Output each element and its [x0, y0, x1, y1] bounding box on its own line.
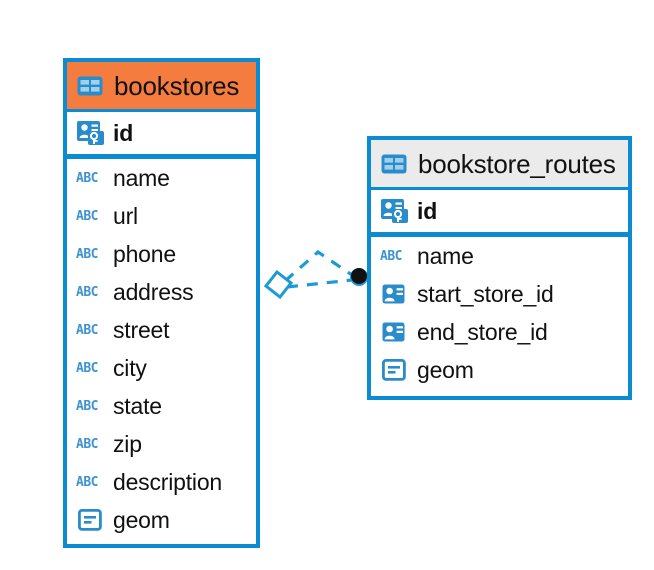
field-row-geom[interactable]: geom	[371, 351, 628, 389]
field-label: end_store_id	[417, 318, 548, 345]
abc-icon: ABC	[380, 248, 402, 264]
field-row-start-store-id[interactable]: start_store_id	[371, 275, 628, 313]
filled-circle-endpoint[interactable]	[350, 268, 368, 286]
entity-table-bookstore-routes[interactable]: bookstore_routes id A	[367, 136, 632, 400]
field-label: id	[417, 197, 438, 224]
field-label: id	[113, 119, 134, 146]
field-label: state	[113, 392, 162, 419]
geometry-icon	[76, 507, 104, 533]
diamond-endpoint[interactable]	[263, 269, 294, 300]
entity-title: bookstore_routes	[418, 148, 616, 179]
field-label: address	[113, 278, 194, 305]
field-label: city	[113, 354, 147, 381]
field-row-name[interactable]: ABC name	[67, 159, 256, 197]
field-row-primary-key[interactable]: id	[67, 109, 256, 154]
field-row-end-store-id[interactable]: end_store_id	[371, 313, 628, 351]
field-label: name	[417, 242, 474, 269]
field-row-primary-key[interactable]: id	[371, 187, 628, 232]
field-row-url[interactable]: ABC url	[67, 197, 256, 235]
table-icon	[380, 151, 408, 177]
abc-icon: ABC	[76, 398, 98, 414]
field-row-geom[interactable]: geom	[67, 501, 256, 539]
field-label: geom	[417, 356, 474, 383]
field-label: geom	[113, 506, 170, 533]
geometry-icon	[380, 357, 408, 383]
field-row-city[interactable]: ABC city	[67, 349, 256, 387]
abc-icon: ABC	[76, 208, 98, 224]
abc-icon: ABC	[76, 170, 98, 186]
entity-header-bookstores[interactable]: bookstores	[67, 62, 256, 109]
primary-key-separator	[371, 232, 628, 237]
field-label: name	[113, 164, 170, 191]
field-label: start_store_id	[417, 280, 554, 307]
field-label: zip	[113, 430, 142, 457]
field-label: phone	[113, 240, 176, 267]
primary-key-icon	[76, 120, 104, 146]
field-row-phone[interactable]: ABC phone	[67, 235, 256, 273]
primary-key-icon	[380, 198, 408, 224]
field-row-name[interactable]: ABC name	[371, 237, 628, 275]
abc-icon: ABC	[76, 436, 98, 452]
field-label: street	[113, 316, 170, 343]
relationship-line-lower	[286, 278, 353, 289]
field-row-description[interactable]: ABC description	[67, 463, 256, 501]
field-row-street[interactable]: ABC street	[67, 311, 256, 349]
field-row-zip[interactable]: ABC zip	[67, 425, 256, 463]
entity-header-bookstore-routes[interactable]: bookstore_routes	[371, 140, 628, 187]
foreign-key-icon	[380, 281, 408, 307]
field-label: url	[113, 202, 138, 229]
primary-key-separator	[67, 154, 256, 159]
abc-icon: ABC	[76, 322, 98, 338]
abc-icon: ABC	[76, 360, 98, 376]
abc-icon: ABC	[76, 246, 98, 262]
abc-icon: ABC	[76, 284, 98, 300]
field-label: description	[113, 468, 223, 495]
entity-table-bookstores[interactable]: bookstores id ABC	[63, 58, 260, 548]
abc-icon: ABC	[76, 474, 98, 490]
field-row-state[interactable]: ABC state	[67, 387, 256, 425]
relationship-line-upper	[283, 249, 353, 283]
entity-title: bookstores	[114, 70, 240, 101]
field-row-address[interactable]: ABC address	[67, 273, 256, 311]
table-icon	[76, 73, 104, 99]
foreign-key-icon	[380, 319, 408, 345]
